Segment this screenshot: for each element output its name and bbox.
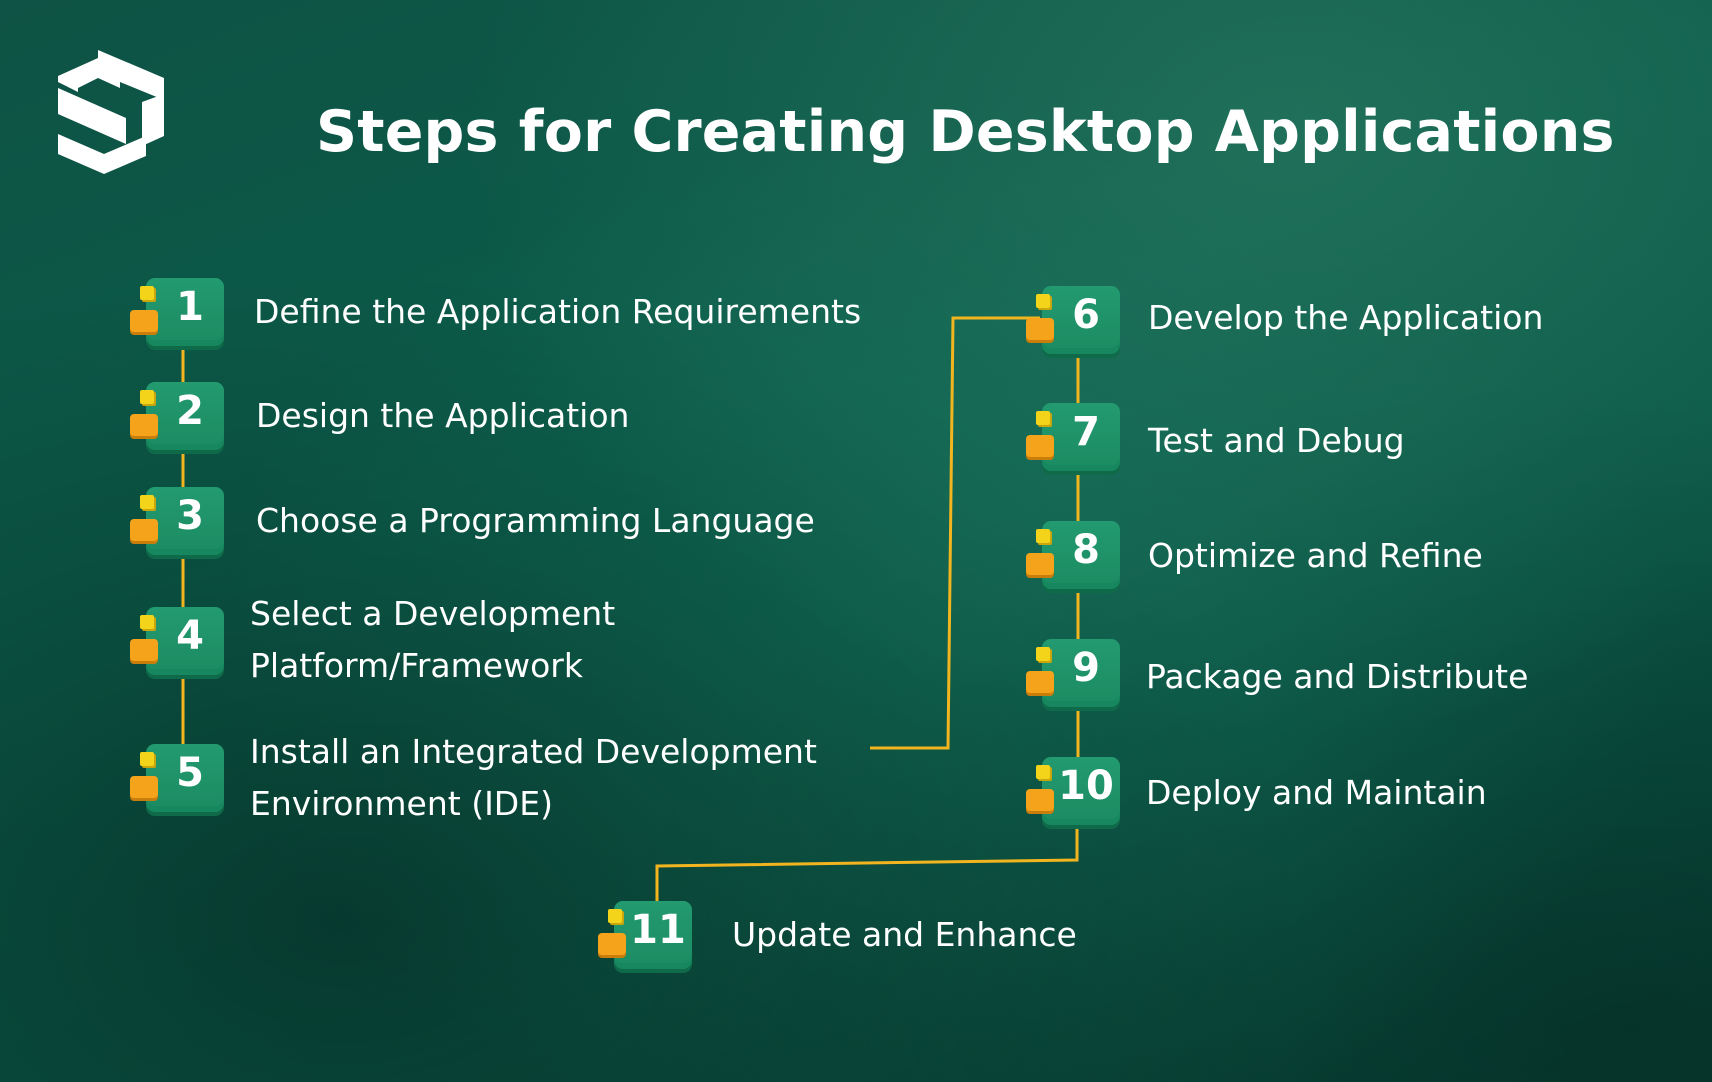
badge-yellow-chip-icon — [1036, 529, 1050, 543]
logo-icon — [58, 50, 164, 174]
connector-5-6 — [870, 316, 1040, 750]
step-number-badge: 8 — [1026, 519, 1122, 591]
badge-yellow-chip-icon — [1036, 647, 1050, 661]
step-3-label: Choose a Programming Language — [256, 501, 815, 540]
badge-yellow-chip-icon — [140, 495, 154, 509]
badge-orange-chip-icon — [1026, 789, 1054, 811]
step-4-label-line-2: Platform/Framework — [250, 646, 583, 685]
step-6-label: Develop the Application — [1148, 298, 1544, 337]
badge-yellow-chip-icon — [140, 615, 154, 629]
step-4-label-line-1: Select a Development — [250, 594, 616, 633]
badge-yellow-chip-icon — [140, 752, 154, 766]
step-10-label: Deploy and Maintain — [1146, 773, 1487, 812]
badge-orange-chip-icon — [1026, 435, 1054, 457]
step-number: 11 — [630, 907, 686, 953]
badge-orange-chip-icon — [130, 776, 158, 798]
step-9-label: Package and Distribute — [1146, 657, 1529, 696]
badge-orange-chip-icon — [1026, 553, 1054, 575]
step-number: 7 — [1072, 409, 1100, 455]
badge-orange-chip-icon — [130, 414, 158, 436]
step-number-badge: 10 — [1026, 755, 1122, 827]
badge-orange-chip-icon — [130, 519, 158, 541]
step-number-badge: 3 — [130, 485, 226, 557]
step-number: 3 — [176, 493, 204, 539]
step-5-label-line-2: Environment (IDE) — [250, 784, 553, 823]
connector-10-11 — [655, 825, 1079, 935]
step-number: 6 — [1072, 292, 1100, 338]
step-5-label-line-1: Install an Integrated Development — [250, 732, 817, 771]
step-number-badge: 7 — [1026, 401, 1122, 473]
step-number: 10 — [1058, 763, 1114, 809]
badge-yellow-chip-icon — [608, 909, 622, 923]
step-7-label: Test and Debug — [1148, 421, 1405, 460]
badge-orange-chip-icon — [1026, 671, 1054, 693]
badge-yellow-chip-icon — [140, 390, 154, 404]
badge-yellow-chip-icon — [1036, 294, 1050, 308]
step-number: 1 — [176, 284, 204, 330]
badge-yellow-chip-icon — [1036, 411, 1050, 425]
page-title: Steps for Creating Desktop Applications — [316, 99, 1615, 165]
step-number-badge: 1 — [130, 276, 226, 348]
step-number: 4 — [176, 613, 204, 659]
step-number: 2 — [176, 388, 204, 434]
badge-orange-chip-icon — [130, 639, 158, 661]
badge-yellow-chip-icon — [140, 286, 154, 300]
step-number: 9 — [1072, 645, 1100, 691]
step-number-badge: 9 — [1026, 637, 1122, 709]
step-2-label: Design the Application — [256, 396, 630, 435]
step-8-label: Optimize and Refine — [1148, 536, 1483, 575]
step-11-label: Update and Enhance — [732, 915, 1077, 954]
step-number: 8 — [1072, 527, 1100, 573]
badge-orange-chip-icon — [1026, 318, 1054, 340]
step-number-badge: 6 — [1026, 284, 1122, 356]
badge-orange-chip-icon — [598, 933, 626, 955]
step-number-badge: 2 — [130, 380, 226, 452]
step-number-badge: 5 — [130, 742, 226, 814]
step-1-label: Define the Application Requirements — [254, 292, 862, 331]
step-number-badge: 11 — [598, 899, 694, 971]
step-number-badge: 4 — [130, 605, 226, 677]
badge-orange-chip-icon — [130, 310, 158, 332]
badge-yellow-chip-icon — [1036, 765, 1050, 779]
step-number: 5 — [176, 750, 204, 796]
